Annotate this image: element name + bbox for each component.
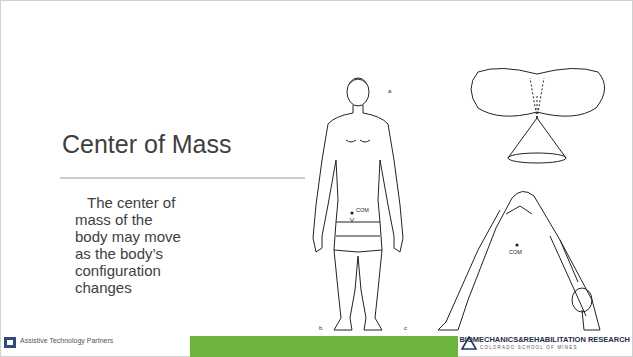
balanced-shape (471, 68, 605, 163)
body-text: The center of mass of the body may move … (75, 194, 187, 296)
bending-figure (438, 191, 600, 330)
com-label: COM (509, 250, 522, 256)
standing-figure (313, 78, 403, 330)
footer-bar (190, 336, 458, 357)
com-dot (350, 211, 353, 214)
slide-title: Center of Mass (62, 130, 232, 159)
atp-logo (4, 337, 16, 348)
lab-name: BIOMECHANICS&REHABILITATION RESEARCH (459, 336, 630, 344)
panel-letter: c (404, 325, 407, 331)
title-rule (60, 178, 305, 179)
school-name: COLORADO SCHOOL OF MINES (480, 346, 578, 351)
com-dot (515, 243, 518, 246)
panel-letter: a (388, 88, 391, 94)
atp-logo-mark (7, 340, 13, 345)
panel-letter: b (319, 325, 322, 331)
com-label: COM (356, 208, 369, 214)
atp-name: Assistive Technology Partners (20, 337, 113, 344)
com-mark (350, 218, 354, 222)
